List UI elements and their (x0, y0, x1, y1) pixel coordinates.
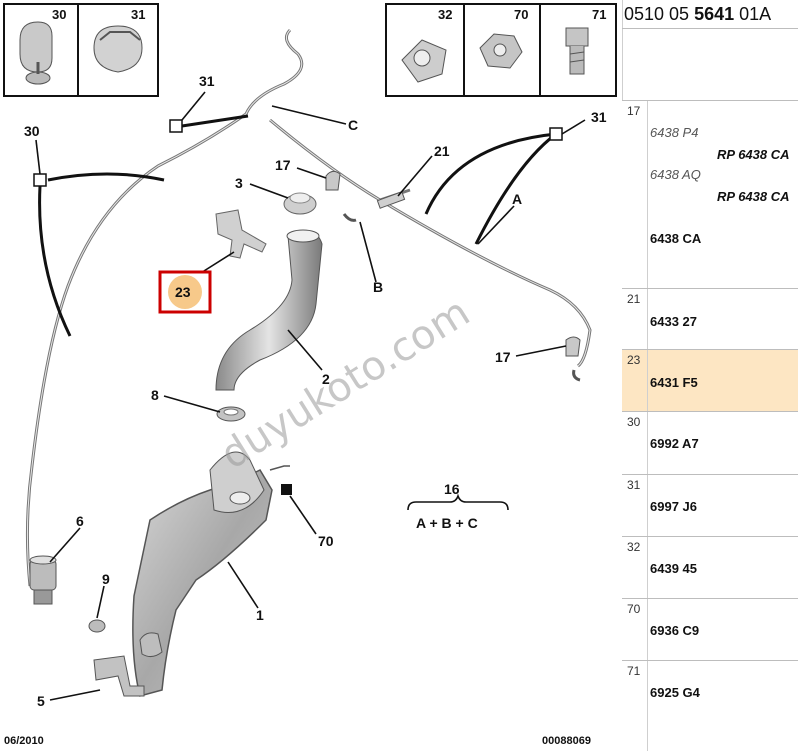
marker-30 (33, 173, 47, 187)
row-index: 32 (627, 540, 641, 554)
part-ref: 6431 F5 (650, 375, 698, 390)
callout-23-highlight (158, 270, 212, 314)
part-6-pump (29, 555, 57, 605)
formula-text: A + B + C (416, 515, 478, 531)
row-index: 17 (627, 104, 641, 118)
part-ref: 6438 CA (650, 231, 702, 246)
box-label-30: 30 (52, 7, 66, 22)
row-divider (647, 101, 648, 288)
row-divider (647, 289, 648, 349)
row-divider (647, 350, 648, 411)
part-ref: 6439 45 (650, 561, 697, 576)
box-label-70: 70 (514, 7, 528, 22)
row-index: 70 (627, 602, 641, 616)
callout-31-top: 31 (199, 73, 215, 89)
callout-17-right: 17 (495, 349, 511, 365)
callout-16: 16 (444, 481, 460, 497)
row-divider (647, 599, 648, 660)
part-9-seal (88, 619, 106, 633)
callout-31-right: 31 (591, 109, 607, 125)
part-17-elbow-right (565, 336, 581, 382)
part-21-connector (376, 191, 406, 209)
row-index: 23 (627, 353, 641, 367)
callout-6: 6 (76, 513, 84, 529)
thumb-box-30: 30 (3, 3, 79, 97)
part-ref: 6997 J6 (650, 499, 697, 514)
callout-B: B (373, 279, 383, 295)
part-row-32[interactable]: 32 6439 45 (622, 536, 798, 598)
replacement-ref-1: RP 6438 CA (717, 147, 790, 162)
parts-diagram: 30 31 32 70 71 (3, 3, 617, 747)
callout-3: 3 (235, 175, 243, 191)
part-ref: 6992 A7 (650, 436, 699, 451)
callout-1: 1 (256, 607, 264, 623)
row-index: 71 (627, 664, 641, 678)
ref-part1: 0510 05 (624, 4, 695, 24)
callout-2: 2 (322, 371, 330, 387)
part-row-17[interactable]: 17 6438 P4 RP 6438 CA 6438 AQ RP 6438 CA… (622, 100, 798, 288)
marker-31b (549, 127, 563, 141)
alt-ref-1: 6438 P4 (650, 125, 699, 140)
part-row-30[interactable]: 30 6992 A7 (622, 411, 798, 474)
callout-30: 30 (24, 123, 40, 139)
header-divider (622, 28, 798, 29)
callout-21: 21 (434, 143, 450, 159)
marker-31a (169, 119, 183, 133)
row-divider (647, 412, 648, 474)
box-label-31: 31 (131, 7, 145, 22)
thumb-box-70: 70 (463, 3, 541, 97)
part-5-bracket (93, 655, 145, 697)
part-row-21[interactable]: 21 6433 27 (622, 288, 798, 349)
part-23-bracket (215, 209, 267, 259)
callout-9: 9 (102, 571, 110, 587)
ref-part2: 01A (734, 4, 772, 24)
part-ref: 6433 27 (650, 314, 697, 329)
thumb-box-31: 31 (77, 3, 159, 97)
formula-brace (407, 493, 509, 511)
part-ref: 6925 G4 (650, 685, 700, 700)
callout-8: 8 (151, 387, 159, 403)
callout-17-top: 17 (275, 157, 291, 173)
part-row-70[interactable]: 70 6936 C9 (622, 598, 798, 660)
thumb-box-71: 71 (539, 3, 617, 97)
callout-70: 70 (318, 533, 334, 549)
callout-C: C (348, 117, 358, 133)
part-3-cap (283, 192, 317, 215)
box-label-32: 32 (438, 7, 452, 22)
part-1-reservoir (132, 451, 290, 697)
part-row-23[interactable]: 23 6431 F5 (622, 349, 798, 411)
thumb-box-32: 32 (385, 3, 465, 97)
diagram-svg: 30 31 32 70 71 (3, 3, 617, 747)
callout-A: A (512, 191, 522, 207)
row-divider (647, 537, 648, 598)
replacement-ref-2: RP 6438 CA (717, 189, 790, 204)
callout-5: 5 (37, 693, 45, 709)
alt-ref-2: 6438 AQ (650, 167, 701, 182)
row-index: 21 (627, 292, 641, 306)
part-row-31[interactable]: 31 6997 J6 (622, 474, 798, 536)
part-ref: 6936 C9 (650, 623, 700, 638)
box-label-71: 71 (592, 7, 606, 22)
clip-leaders (38, 114, 557, 337)
footer-code: 00088069 (542, 735, 591, 747)
footer-date: 06/2010 (4, 735, 44, 747)
watermark-text: duyukoto.com (213, 289, 478, 478)
part-row-71[interactable]: 71 6925 G4 (622, 660, 798, 751)
diagram-reference: 0510 05 5641 01A (624, 0, 798, 28)
part-17-elbow-top (325, 170, 357, 222)
marker-70 (281, 484, 292, 495)
part-8-grommet (216, 406, 246, 422)
row-divider (647, 661, 648, 751)
row-divider (647, 475, 648, 536)
row-index: 31 (627, 478, 641, 492)
part-2-hose (215, 229, 323, 391)
row-index: 30 (627, 415, 641, 429)
ref-bold: 5641 (694, 4, 735, 24)
callout-23: 23 (175, 284, 191, 300)
